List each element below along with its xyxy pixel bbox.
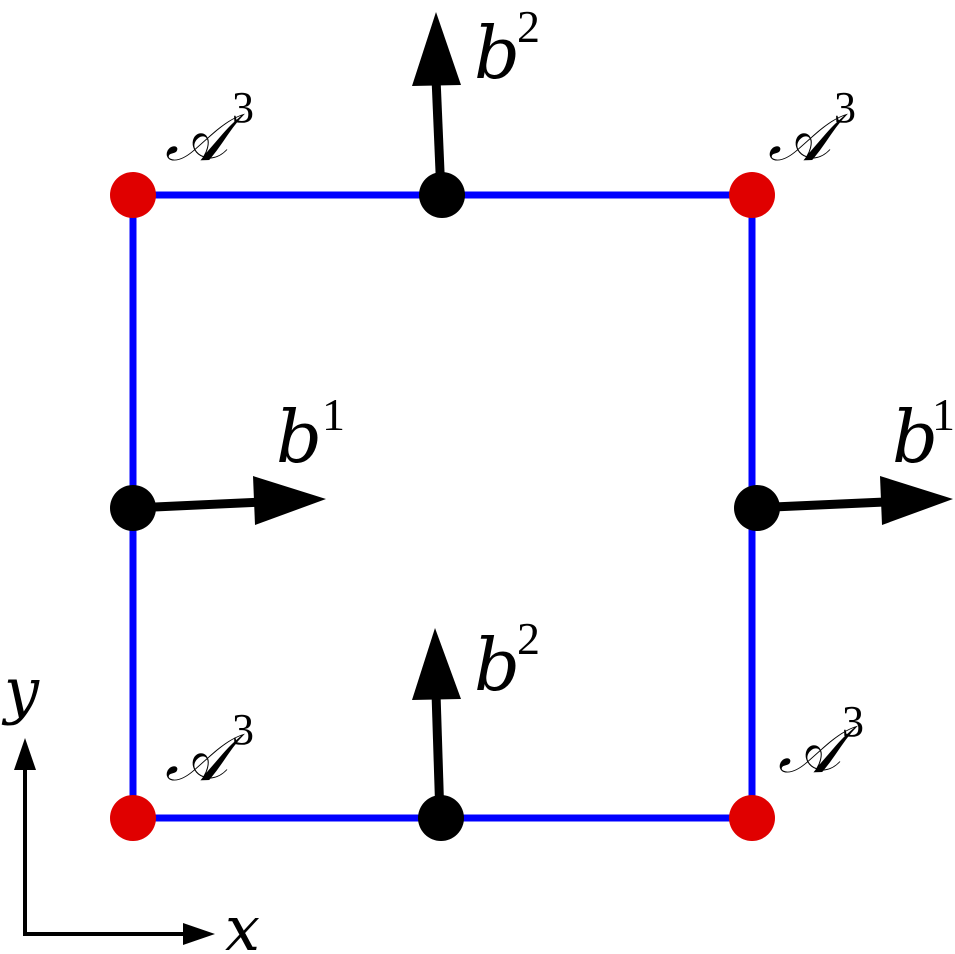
arrow-top-b2	[412, 12, 461, 196]
label-arrow-left-sup: 1	[322, 389, 345, 440]
midpoint-node-bottom	[418, 795, 464, 841]
midpoint-node-left	[110, 485, 156, 531]
arrow-labels: b 2 b 2 b 1 b 1	[276, 1, 955, 707]
label-corner-bottom-right-sup: 3	[842, 697, 864, 746]
label-arrow-right: b	[892, 395, 938, 479]
corner-node-bottom-right	[729, 795, 775, 841]
corner-node-top-left	[110, 172, 156, 218]
label-corner-top-right-sup: 3	[834, 83, 856, 132]
corner-node-top-right	[729, 172, 775, 218]
x-axis-label: x	[225, 892, 260, 954]
arrow-left-b1	[132, 476, 326, 525]
label-arrow-top: b	[474, 11, 520, 95]
y-axis-label: y	[1, 654, 40, 727]
axis-indicator: y x	[1, 654, 260, 954]
label-arrow-top-sup: 2	[517, 1, 540, 52]
arrow-bottom-b2	[412, 628, 461, 819]
label-arrow-bottom: b	[474, 623, 520, 707]
label-corner-top-left-sup: 3	[232, 83, 254, 132]
arrow-right-b1	[751, 476, 953, 525]
corner-labels: 𝒜 3 𝒜 3 𝒜 3 𝒜 3	[165, 83, 864, 796]
nodes	[110, 172, 780, 841]
x-axis-arrowhead	[183, 923, 215, 945]
corner-node-bottom-left	[110, 795, 156, 841]
label-corner-bottom-left-sup: 3	[232, 705, 254, 754]
label-arrow-left: b	[276, 395, 322, 479]
midpoint-node-top	[419, 172, 465, 218]
y-axis-arrowhead	[14, 738, 36, 770]
midpoint-node-right	[734, 485, 780, 531]
label-arrow-right-sup: 1	[932, 389, 955, 440]
label-arrow-bottom-sup: 2	[517, 613, 540, 664]
